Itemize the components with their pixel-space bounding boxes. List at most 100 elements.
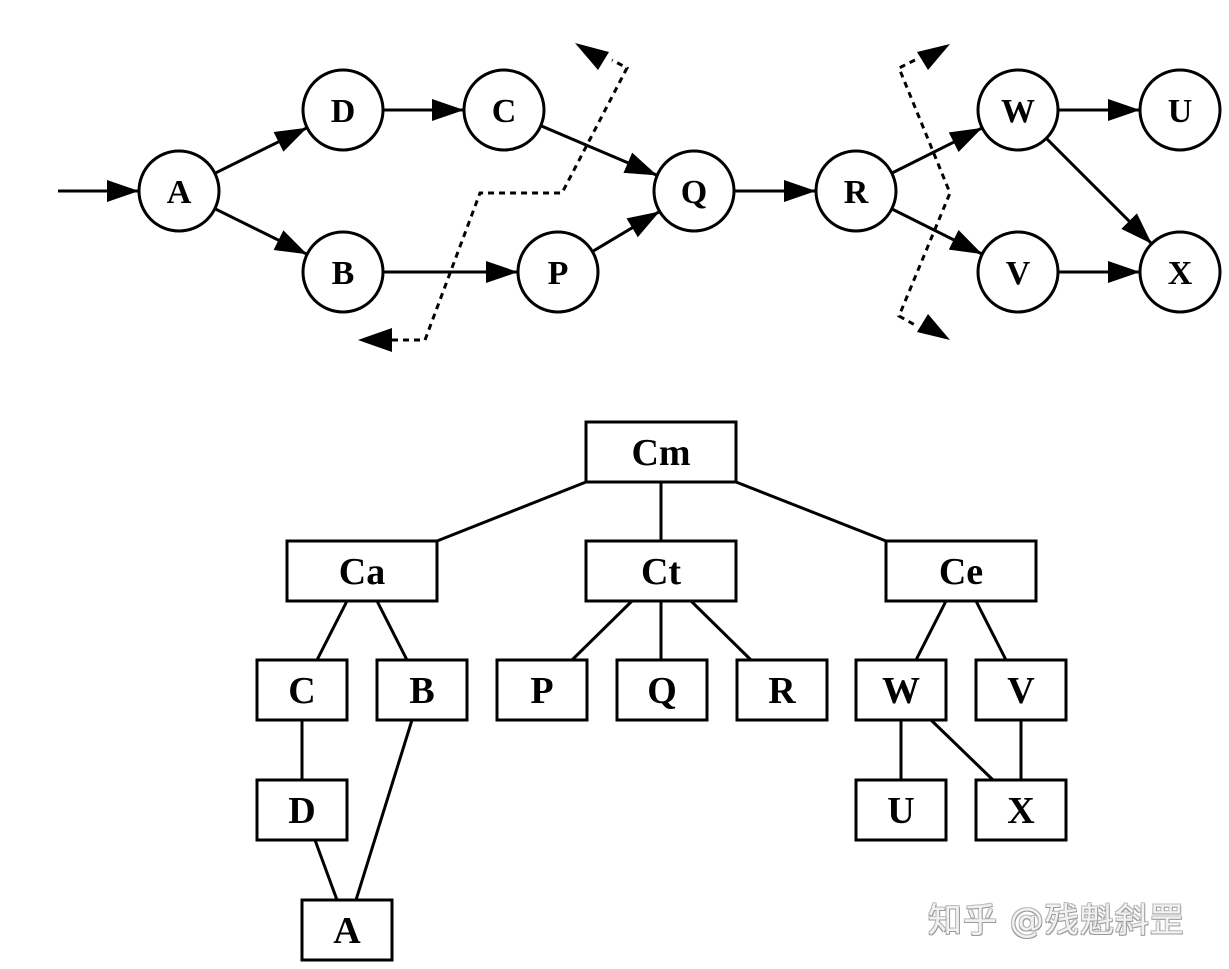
tree-edge-tD-to-tA <box>313 839 339 901</box>
flow-graph-nodes: A D C B P Q R W U V X <box>137 68 1222 314</box>
right-cut-arrowhead-top <box>917 44 950 70</box>
tree-node-box <box>854 658 948 722</box>
tree-edges <box>300 480 1023 901</box>
tree-node-box <box>735 658 829 722</box>
tree-node-box <box>974 778 1068 842</box>
tree-node-label: U <box>887 790 914 832</box>
tree-node-Ce: Ce <box>884 539 1038 603</box>
tree-edge-tB-to-tA <box>354 719 414 901</box>
tree-node-tU: U <box>854 778 948 842</box>
left-cut-arrowhead-top <box>575 43 609 70</box>
right-cut-arrowhead-bottom <box>917 314 950 340</box>
node-circle <box>137 149 221 233</box>
flow-node-U: U <box>1138 68 1222 152</box>
tree-node-tW: W <box>854 658 948 722</box>
node-label: A <box>167 174 192 211</box>
tree-node-tX: X <box>974 778 1068 842</box>
tree-node-box <box>584 420 738 484</box>
tree-node-label: Q <box>647 670 677 712</box>
tree-node-label: R <box>768 670 796 712</box>
node-circle <box>516 230 600 314</box>
node-label: P <box>548 255 569 292</box>
flow-node-W: W <box>976 68 1060 152</box>
node-label: Q <box>681 174 707 211</box>
tree-node-box <box>495 658 589 722</box>
left-partition-cut <box>423 58 630 341</box>
tree-edge-Ct-to-tP <box>570 599 634 662</box>
flow-node-B: B <box>301 230 385 314</box>
tree-edge-Ce-to-tW <box>914 600 948 661</box>
tree-node-Ca: Ca <box>285 539 439 603</box>
flow-node-A: A <box>137 149 221 233</box>
node-label: B <box>332 255 355 292</box>
tree-edge-tW-to-tX <box>929 718 995 782</box>
tree-node-box <box>854 778 948 842</box>
tree-node-label: Cm <box>631 432 690 474</box>
tree-edge-Cm-to-Ce <box>735 480 887 543</box>
edge-A-to-D <box>214 126 308 175</box>
tree-node-tV: V <box>974 658 1068 722</box>
tree-node-Cm: Cm <box>584 420 738 484</box>
node-label: X <box>1168 255 1193 292</box>
tree-node-tD: D <box>255 778 349 842</box>
flow-node-C: C <box>462 68 546 152</box>
flow-node-D: D <box>301 68 385 152</box>
tree-edge-Cm-to-Ca <box>436 480 587 543</box>
tree-node-box <box>584 539 738 603</box>
tree-node-label: B <box>409 670 434 712</box>
node-circle <box>1138 230 1222 314</box>
tree-edge-Ct-to-tR <box>689 599 753 662</box>
tree-node-label: Ce <box>939 551 983 593</box>
tree-node-box <box>615 658 709 722</box>
tree-node-label: Ct <box>641 551 681 593</box>
tree-node-label: X <box>1007 790 1034 832</box>
node-circle <box>976 68 1060 152</box>
tree-node-tA: A <box>300 898 394 962</box>
node-circle <box>301 230 385 314</box>
tree-node-label: D <box>288 790 315 832</box>
edge-A-to-B <box>214 207 308 256</box>
flow-node-P: P <box>516 230 600 314</box>
cut-lines <box>358 43 952 352</box>
flow-node-R: R <box>814 149 898 233</box>
edge-R-to-W <box>891 126 983 175</box>
left-cut-arrowhead-bottom <box>358 328 392 352</box>
flow-node-Q: Q <box>652 149 736 233</box>
tree-node-box <box>884 539 1038 603</box>
tree-node-tC: C <box>255 658 349 722</box>
node-label: R <box>844 174 869 211</box>
node-label: C <box>492 93 517 130</box>
node-circle <box>976 230 1060 314</box>
tree-edge-Ce-to-tV <box>974 600 1008 661</box>
tree-edge-Ca-to-tB <box>375 600 409 661</box>
tree-node-box <box>255 778 349 842</box>
tree-node-box <box>974 658 1068 722</box>
node-circle <box>462 68 546 152</box>
tree-node-tR: R <box>735 658 829 722</box>
tree-node-label: C <box>288 670 315 712</box>
tree-node-box <box>255 658 349 722</box>
tree-node-label: V <box>1007 670 1035 712</box>
tree-node-tB: B <box>375 658 469 722</box>
flow-node-V: V <box>976 230 1060 314</box>
node-label: W <box>1001 93 1035 130</box>
flow-graph-edges <box>58 99 1153 283</box>
tree-node-tP: P <box>495 658 589 722</box>
right-partition-cut <box>897 58 952 327</box>
watermark: 知乎 @残魁斜罡 <box>928 901 1185 941</box>
edge-W-to-X <box>1045 137 1153 245</box>
tree-node-box <box>285 539 439 603</box>
tree-node-label: Ca <box>339 551 385 593</box>
node-label: D <box>331 93 356 130</box>
tree-node-label: P <box>530 670 553 712</box>
edge-R-to-V <box>891 207 983 256</box>
node-label: U <box>1168 93 1193 130</box>
tree-edge-Ca-to-tC <box>315 600 349 661</box>
node-circle <box>814 149 898 233</box>
node-label: V <box>1006 255 1031 292</box>
tree-node-label: A <box>333 910 361 952</box>
tree-node-box <box>375 658 469 722</box>
node-circle <box>301 68 385 152</box>
flow-node-X: X <box>1138 230 1222 314</box>
